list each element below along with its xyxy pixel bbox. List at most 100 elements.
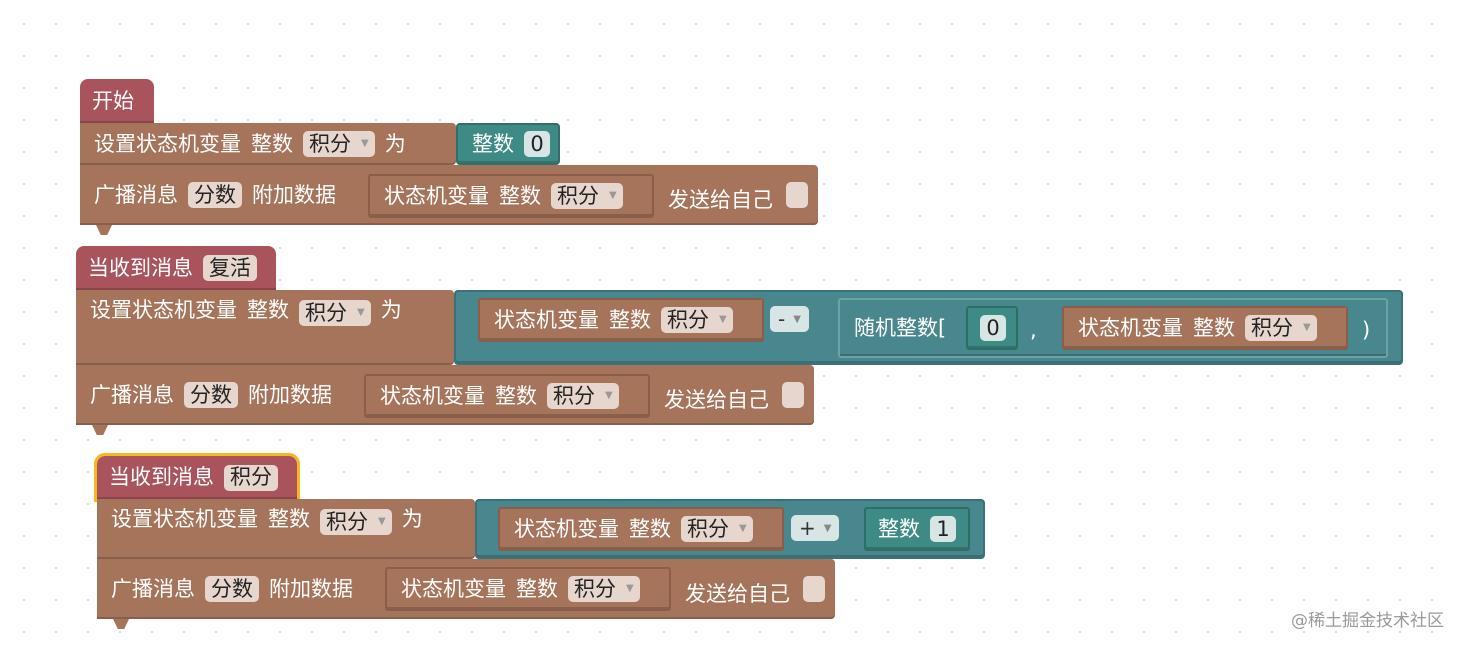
hat-msg-field[interactable]: 积分 xyxy=(224,464,278,491)
dropdown-arrow-icon: ▼ xyxy=(739,523,747,534)
var-dropdown-value: 积分 xyxy=(553,383,595,408)
msg-field[interactable]: 分数 xyxy=(188,182,242,208)
dropdown-arrow-icon: ▼ xyxy=(719,314,727,325)
block-notch xyxy=(92,425,108,435)
send-self-checkbox[interactable] xyxy=(782,382,804,408)
state-var-getter-block[interactable]: 状态机变量 整数 积分 ▼ xyxy=(368,174,654,218)
attach-data-label: 附加数据 xyxy=(252,182,336,207)
min-value-block[interactable]: 0 xyxy=(966,306,1018,350)
send-self-checkbox[interactable] xyxy=(803,576,825,602)
to-label: 为 xyxy=(401,507,423,531)
set-var-label: 设置状态机变量 xyxy=(90,298,237,322)
message-hat-block-selected[interactable]: 当收到消息 积分 xyxy=(94,453,300,502)
var-dropdown[interactable]: 积分 ▼ xyxy=(681,516,753,542)
operator-dropdown[interactable]: +▼ xyxy=(791,515,840,541)
int-value-block[interactable]: 整数 0 xyxy=(456,123,560,165)
var-dropdown-value: 积分 xyxy=(1251,315,1293,340)
start-hat-label: 开始 xyxy=(92,88,134,113)
send-self-label: 发送给自己 xyxy=(685,582,790,606)
var-dropdown[interactable]: 积分 ▼ xyxy=(1245,315,1317,341)
state-var-label: 状态机变量 xyxy=(380,383,485,408)
msg-field[interactable]: 分数 xyxy=(205,576,259,602)
state-var-getter-block[interactable]: 状态机变量 整数 积分 ▼ xyxy=(385,567,671,611)
var-dropdown[interactable]: 积分 ▼ xyxy=(547,383,619,409)
var-dropdown-value: 积分 xyxy=(305,300,347,325)
set-var-label: 设置状态机变量 xyxy=(111,507,258,531)
state-var-label: 状态机变量 xyxy=(384,183,489,208)
var-dropdown[interactable]: 积分 ▼ xyxy=(320,509,392,535)
state-var-getter-block[interactable]: 状态机变量 整数 积分 ▼ xyxy=(364,374,650,418)
set-state-var-block[interactable]: 设置状态机变量 整数 积分 ▼ 为 xyxy=(97,499,475,559)
to-label: 为 xyxy=(380,298,402,322)
state-var-getter-block[interactable]: 状态机变量 整数 积分 ▼ xyxy=(1062,306,1348,350)
var-dropdown-value: 积分 xyxy=(687,516,729,541)
dropdown-arrow-icon: ▼ xyxy=(823,522,832,534)
dropdown-arrow-icon: ▼ xyxy=(626,583,634,594)
dropdown-arrow-icon: ▼ xyxy=(605,390,613,401)
dropdown-arrow-icon: ▼ xyxy=(361,138,369,149)
close-paren-label: ) xyxy=(1362,318,1371,342)
broadcast-label: 广播消息 xyxy=(94,182,178,207)
var-dropdown[interactable]: 积分 ▼ xyxy=(661,307,733,333)
int-type-label: 整数 xyxy=(499,183,541,208)
var-dropdown-value: 积分 xyxy=(326,509,368,534)
send-self-label: 发送给自己 xyxy=(664,388,769,412)
state-var-label: 状态机变量 xyxy=(401,576,506,601)
int-value-field[interactable]: 1 xyxy=(930,516,956,542)
operator-value: - xyxy=(778,307,786,331)
state-var-label: 状态机变量 xyxy=(494,307,599,332)
dropdown-arrow-icon: ▼ xyxy=(357,307,365,318)
broadcast-label: 广播消息 xyxy=(111,576,195,601)
set-state-var-block[interactable]: 设置状态机变量 整数 积分 ▼ 为 xyxy=(80,123,456,165)
hat-msg-field[interactable]: 复活 xyxy=(203,255,257,281)
attach-data-label: 附加数据 xyxy=(269,576,353,601)
int-type-label: 整数 xyxy=(609,307,651,332)
random-int-label: 随机整数[ xyxy=(854,315,947,340)
var-dropdown-value: 积分 xyxy=(574,576,616,601)
var-dropdown[interactable]: 积分 ▼ xyxy=(299,300,371,326)
state-var-label: 状态机变量 xyxy=(1078,315,1183,340)
watermark: @稀土掘金技术社区 xyxy=(1291,611,1444,631)
hat-label: 当收到消息 xyxy=(109,465,214,489)
operator-value: + xyxy=(799,516,816,540)
int-type-label: 整数 xyxy=(251,131,293,156)
dropdown-arrow-icon: ▼ xyxy=(609,190,617,201)
int-label: 整数 xyxy=(878,516,920,541)
int-type-label: 整数 xyxy=(495,383,537,408)
message-hat-block[interactable]: 当收到消息 复活 xyxy=(76,246,276,290)
dropdown-arrow-icon: ▼ xyxy=(378,516,386,527)
broadcast-label: 广播消息 xyxy=(90,382,174,407)
var-dropdown[interactable]: 积分 ▼ xyxy=(551,183,623,209)
operator-dropdown[interactable]: -▼ xyxy=(770,306,809,332)
start-hat-block[interactable]: 开始 xyxy=(80,79,154,123)
int-type-label: 整数 xyxy=(1193,315,1235,340)
int-label: 整数 xyxy=(472,131,514,156)
var-dropdown-value: 积分 xyxy=(557,183,599,208)
block-notch xyxy=(96,225,112,235)
state-var-getter-block[interactable]: 状态机变量 整数 积分 ▼ xyxy=(478,298,764,342)
var-dropdown[interactable]: 积分 ▼ xyxy=(303,131,375,157)
min-value-field[interactable]: 0 xyxy=(980,315,1006,341)
dropdown-arrow-icon: ▼ xyxy=(1303,322,1311,333)
state-var-getter-block[interactable]: 状态机变量 整数 积分 ▼ xyxy=(498,507,784,551)
var-dropdown-value: 积分 xyxy=(309,131,351,156)
set-var-label: 设置状态机变量 xyxy=(94,131,241,156)
var-dropdown[interactable]: 积分 ▼ xyxy=(568,576,640,602)
send-self-checkbox[interactable] xyxy=(786,182,808,208)
set-state-var-block[interactable]: 设置状态机变量 整数 积分 ▼ 为 xyxy=(76,290,454,365)
int-type-label: 整数 xyxy=(247,298,289,322)
msg-field[interactable]: 分数 xyxy=(184,382,238,408)
int-type-label: 整数 xyxy=(268,507,310,531)
var-dropdown-value: 积分 xyxy=(667,307,709,332)
state-var-label: 状态机变量 xyxy=(514,516,619,541)
int-value-block[interactable]: 整数 1 xyxy=(864,507,970,551)
send-self-label: 发送给自己 xyxy=(668,188,773,212)
dropdown-arrow-icon: ▼ xyxy=(793,313,801,325)
hat-label: 当收到消息 xyxy=(88,255,193,280)
comma-label: , xyxy=(1030,318,1037,342)
int-type-label: 整数 xyxy=(629,516,671,541)
to-label: 为 xyxy=(384,131,406,156)
int-value-field[interactable]: 0 xyxy=(524,131,550,157)
int-type-label: 整数 xyxy=(516,576,558,601)
